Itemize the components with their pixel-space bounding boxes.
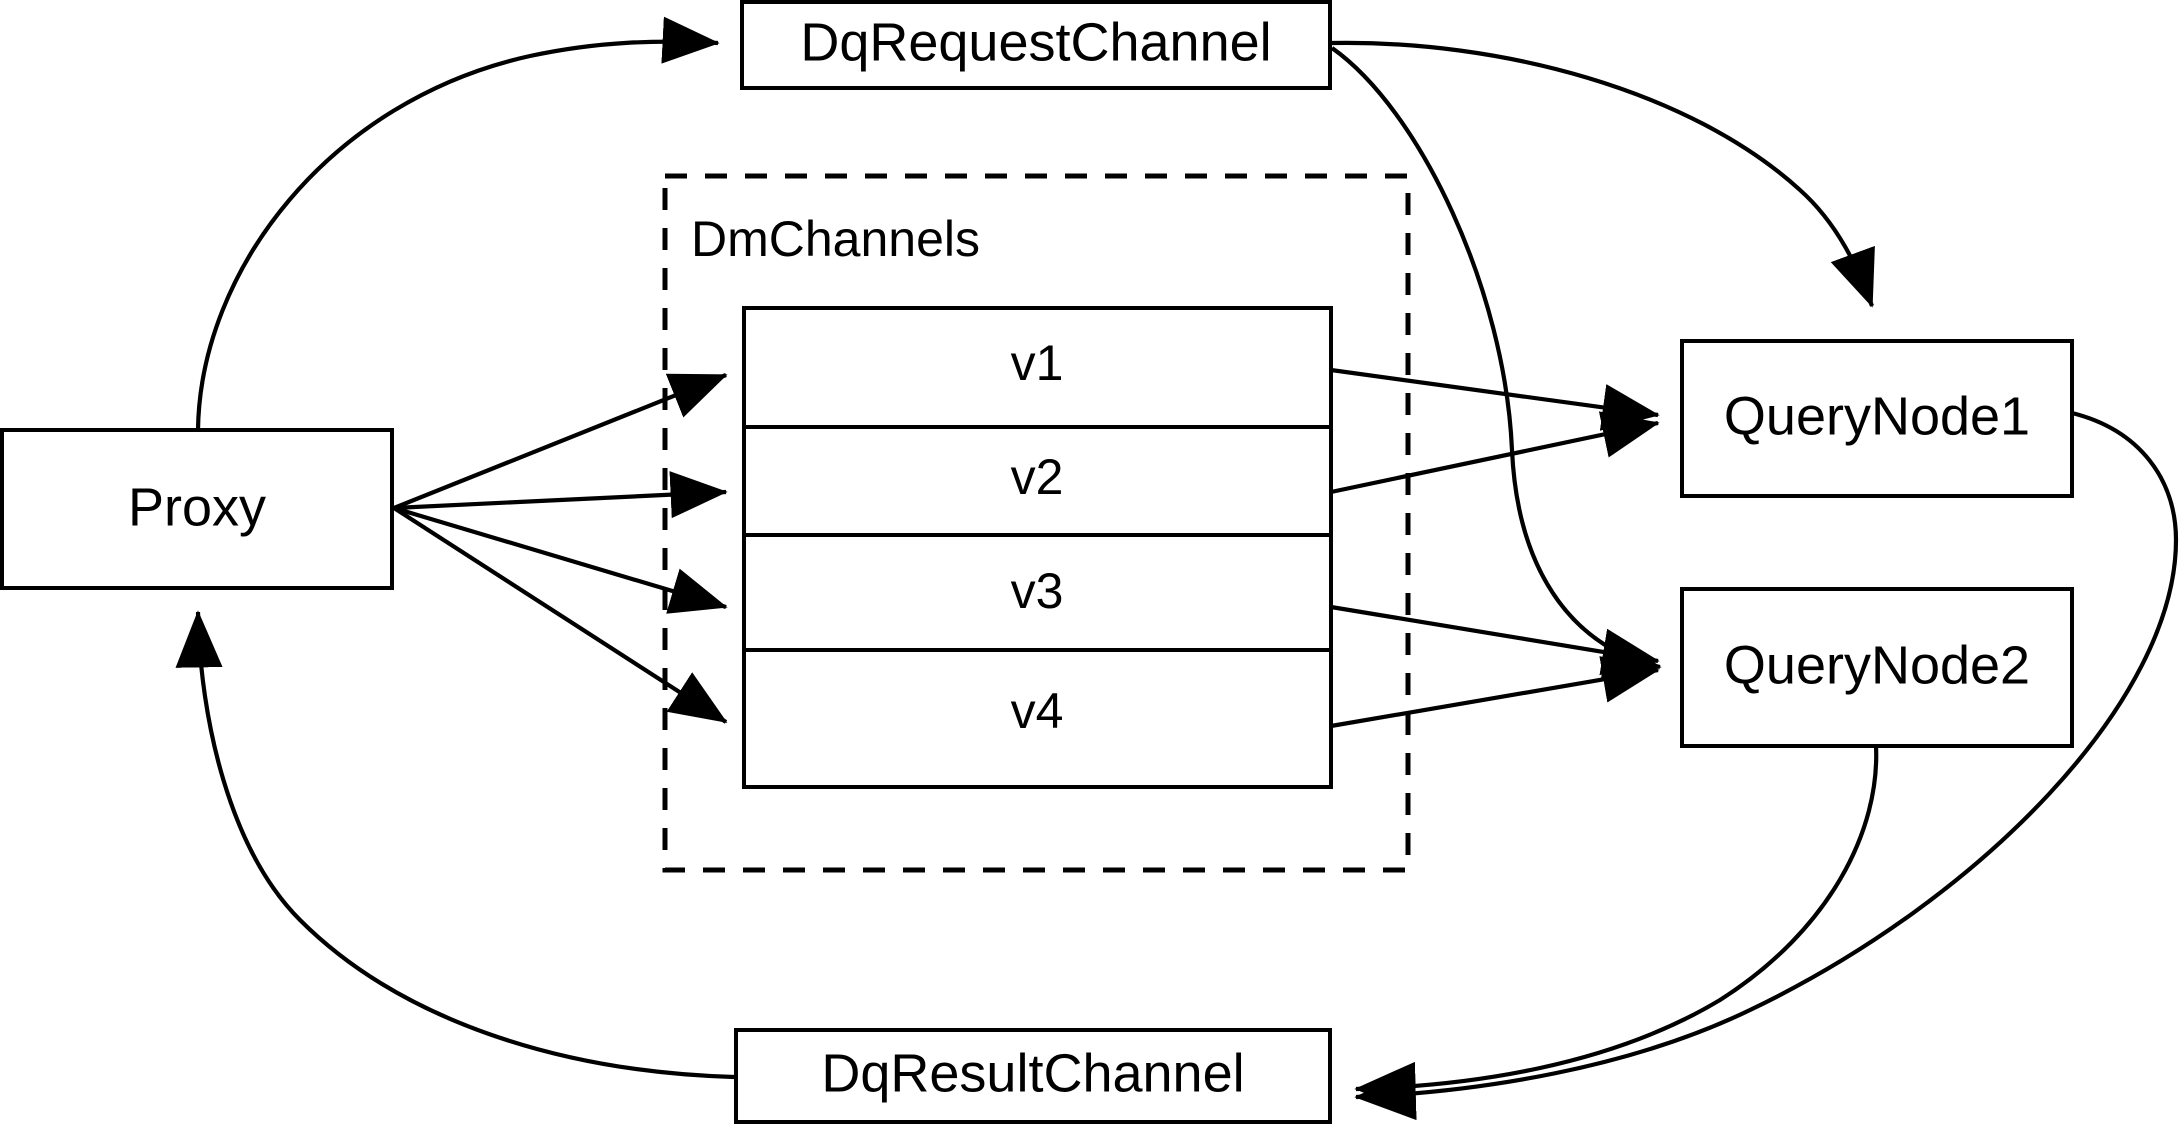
channel-row-v3: v3: [1011, 563, 1064, 619]
node-proxy[interactable]: Proxy: [0, 428, 394, 590]
channel-row-v4: v4: [1011, 683, 1064, 739]
node-dqresultchannel-box[interactable]: [734, 1028, 1332, 1124]
node-dqrequestchannel-box[interactable]: [740, 0, 1332, 90]
channel-table: v1 v2 v3 v4: [742, 306, 1333, 789]
node-dqrequestchannel[interactable]: DqRequestChannel: [740, 0, 1332, 90]
edge-dqresultchannel-to-proxy: [175, 610, 735, 1080]
node-proxy-label: Proxy: [128, 477, 266, 537]
node-querynode1[interactable]: QueryNode1: [1680, 339, 2074, 498]
edge-dqrequestchannel-to-querynode1: [1331, 40, 1875, 308]
node-querynode1-box[interactable]: [1680, 339, 2074, 498]
edge-proxy-to-v1: [393, 373, 728, 510]
edge-v2-to-querynode1: [1330, 411, 1660, 495]
node-querynode2[interactable]: QueryNode2: [1680, 587, 2074, 748]
channel-row-v1: v1: [1011, 335, 1064, 391]
channel-row-v2: v2: [1011, 449, 1064, 505]
dmchannels-group-label: DmChannels: [691, 211, 980, 267]
edge-v3-to-querynode2: [1330, 604, 1660, 676]
edge-querynode1-to-dqresultchannel: [1354, 410, 2179, 1121]
node-dqrequestchannel-label: DqRequestChannel: [800, 12, 1271, 72]
channel-table-border: [742, 306, 1333, 789]
edge-dqrequestchannel-to-querynode2: [1330, 46, 1662, 679]
node-querynode2-label: QueryNode2: [1724, 635, 2030, 695]
node-querynode1-label: QueryNode1: [1724, 386, 2030, 446]
edge-proxy-to-dqrequestchannel: [195, 16, 720, 431]
node-dqresultchannel-label: DqResultChannel: [821, 1043, 1244, 1103]
edge-proxy-to-v3: [393, 505, 728, 614]
node-proxy-box[interactable]: [0, 428, 394, 590]
edge-querynode2-to-dqresultchannel: [1354, 745, 1879, 1114]
node-dqresultchannel[interactable]: DqResultChannel: [734, 1028, 1332, 1124]
node-querynode2-box[interactable]: [1680, 587, 2074, 748]
edge-v4-to-querynode2: [1330, 656, 1660, 729]
dmchannels-group: DmChannels: [662, 173, 1411, 873]
edge-proxy-to-v4: [392, 506, 728, 724]
dmchannels-group-border: [662, 173, 1411, 873]
edge-proxy-to-v2: [393, 471, 728, 519]
edge-v1-to-querynode1: [1330, 367, 1660, 431]
